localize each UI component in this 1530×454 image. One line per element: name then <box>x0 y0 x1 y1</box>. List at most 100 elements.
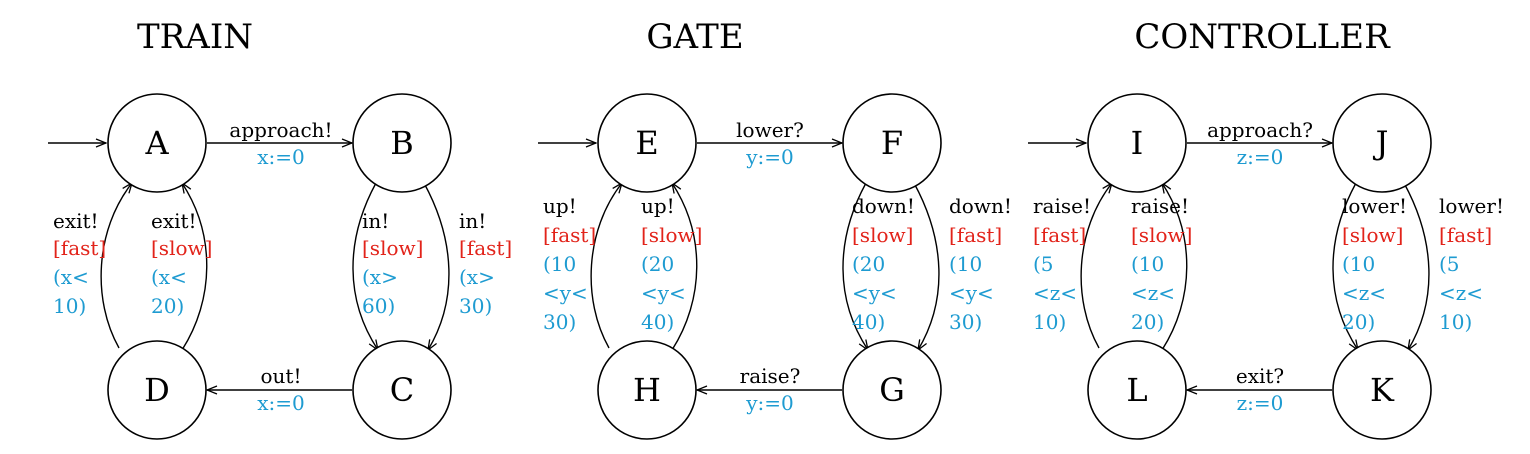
gate-edge-h-e-fast <box>590 183 622 349</box>
train-right-inner-constraint-2: 60) <box>362 294 395 318</box>
controller-left-outer-constraint-1: (5 <box>1033 252 1054 276</box>
controller-state-l: L <box>1087 340 1187 440</box>
state-label: C <box>390 371 414 409</box>
state-label: H <box>633 371 661 409</box>
train-top-action: approach! <box>229 118 332 142</box>
gate-right-outer-constraint-2: <y< <box>949 281 994 305</box>
gate-left-inner-guard: [slow] <box>641 223 702 247</box>
train-right-inner-guard: [slow] <box>362 236 423 260</box>
gate-edge-f-g-fast <box>913 182 940 350</box>
gate-state-e: E <box>597 93 697 193</box>
train-right-outer-constraint-1: (x> <box>459 265 495 289</box>
train-left-inner-constraint-2: 20) <box>151 294 184 318</box>
controller-left-outer-constraint-2: <z< <box>1033 281 1077 305</box>
controller-top-reset: z:=0 <box>1237 145 1284 169</box>
train-right-inner-action: in! <box>362 209 389 233</box>
controller-left-inner-guard: [slow] <box>1131 223 1192 247</box>
controller-left-outer-action: raise! <box>1033 194 1091 218</box>
state-label: L <box>1126 371 1147 409</box>
controller-bottom-reset: z:=0 <box>1237 391 1284 415</box>
controller-right-inner-constraint-2: <z< <box>1342 281 1386 305</box>
train-right-inner-constraint-1: (x> <box>362 265 398 289</box>
controller-state-k: K <box>1332 340 1432 440</box>
train-bottom-action: out! <box>261 364 302 388</box>
gate-automaton: GATE E F G H lower <box>538 17 1012 440</box>
train-state-a: A <box>107 93 207 193</box>
train-edge-b-c-slow <box>352 182 378 350</box>
controller-bottom-action: exit? <box>1236 364 1284 388</box>
gate-bottom-reset: y:=0 <box>745 391 794 415</box>
gate-state-h: H <box>597 340 697 440</box>
train-right-outer-guard: [fast] <box>459 236 512 260</box>
state-label: J <box>1373 124 1389 162</box>
controller-left-outer-constraint-3: 10) <box>1033 310 1066 334</box>
controller-left-inner-constraint-2: <z< <box>1131 281 1175 305</box>
controller-right-inner-guard: [slow] <box>1342 223 1403 247</box>
controller-edge-j-k-slow <box>1332 182 1358 350</box>
train-edge-d-a-slow <box>182 183 208 351</box>
train-right-outer-constraint-2: 30) <box>459 294 492 318</box>
gate-right-outer-guard: [fast] <box>949 223 1002 247</box>
gate-right-inner-constraint-3: 40) <box>852 310 885 334</box>
controller-left-inner-action: raise! <box>1131 194 1189 218</box>
controller-edge-l-i-slow <box>1162 183 1188 351</box>
controller-top-action: approach? <box>1207 118 1313 142</box>
state-label: F <box>881 124 903 162</box>
gate-right-outer-constraint-3: 30) <box>949 310 982 334</box>
train-left-inner-constraint-1: (x< <box>151 265 187 289</box>
train-left-outer-guard: [fast] <box>53 236 106 260</box>
train-left-inner-action: exit! <box>151 209 197 233</box>
train-left-outer-constraint-2: 10) <box>53 294 86 318</box>
train-state-d: D <box>107 340 207 440</box>
state-label: E <box>635 124 658 162</box>
gate-left-inner-action: up! <box>641 194 675 218</box>
controller-left-inner-constraint-3: 20) <box>1131 310 1164 334</box>
gate-left-inner-constraint-2: <y< <box>641 281 686 305</box>
gate-left-outer-constraint-1: (10 <box>543 252 576 276</box>
train-state-c: C <box>352 340 452 440</box>
controller-automaton: CONTROLLER I J K L <box>1028 17 1504 440</box>
train-title: TRAIN <box>137 17 253 57</box>
train-top-reset: x:=0 <box>257 145 305 169</box>
gate-state-g: G <box>842 340 942 440</box>
controller-title: CONTROLLER <box>1134 17 1391 57</box>
gate-left-outer-constraint-3: 30) <box>543 310 576 334</box>
train-right-outer-action: in! <box>459 209 486 233</box>
gate-left-outer-action: up! <box>543 194 577 218</box>
controller-left-inner-constraint-1: (10 <box>1131 252 1164 276</box>
gate-right-inner-constraint-1: (20 <box>852 252 885 276</box>
gate-right-outer-constraint-1: (10 <box>949 252 982 276</box>
gate-edge-h-e-slow <box>672 183 698 351</box>
controller-right-outer-constraint-1: (5 <box>1439 252 1460 276</box>
controller-state-i: I <box>1087 93 1187 193</box>
train-edge-d-a-fast <box>100 183 132 349</box>
gate-state-f: F <box>842 93 942 193</box>
controller-right-outer-guard: [fast] <box>1439 223 1492 247</box>
train-state-b: B <box>352 93 452 193</box>
gate-top-reset: y:=0 <box>745 145 794 169</box>
state-label: A <box>144 124 169 162</box>
controller-left-outer-guard: [fast] <box>1033 223 1086 247</box>
controller-right-outer-constraint-3: 10) <box>1439 310 1472 334</box>
gate-bottom-action: raise? <box>740 364 801 388</box>
controller-edge-j-k-fast <box>1403 182 1430 350</box>
train-left-inner-guard: [slow] <box>151 236 212 260</box>
train-bottom-reset: x:=0 <box>257 391 305 415</box>
controller-right-inner-constraint-1: (10 <box>1342 252 1375 276</box>
gate-right-inner-guard: [slow] <box>852 223 913 247</box>
controller-right-inner-action: lower! <box>1342 194 1407 218</box>
gate-title: GATE <box>646 17 743 57</box>
controller-edge-l-i-fast <box>1080 183 1112 349</box>
train-left-outer-action: exit! <box>53 209 99 233</box>
gate-right-inner-constraint-2: <y< <box>852 281 897 305</box>
train-automaton: TRAIN A B C D <box>48 17 512 440</box>
gate-left-outer-guard: [fast] <box>543 223 596 247</box>
gate-left-inner-constraint-3: 40) <box>641 310 674 334</box>
state-label: I <box>1131 124 1144 162</box>
state-label: D <box>144 371 170 409</box>
state-label: B <box>390 124 414 162</box>
gate-edge-f-g-slow <box>842 182 868 350</box>
state-label: G <box>879 371 905 409</box>
